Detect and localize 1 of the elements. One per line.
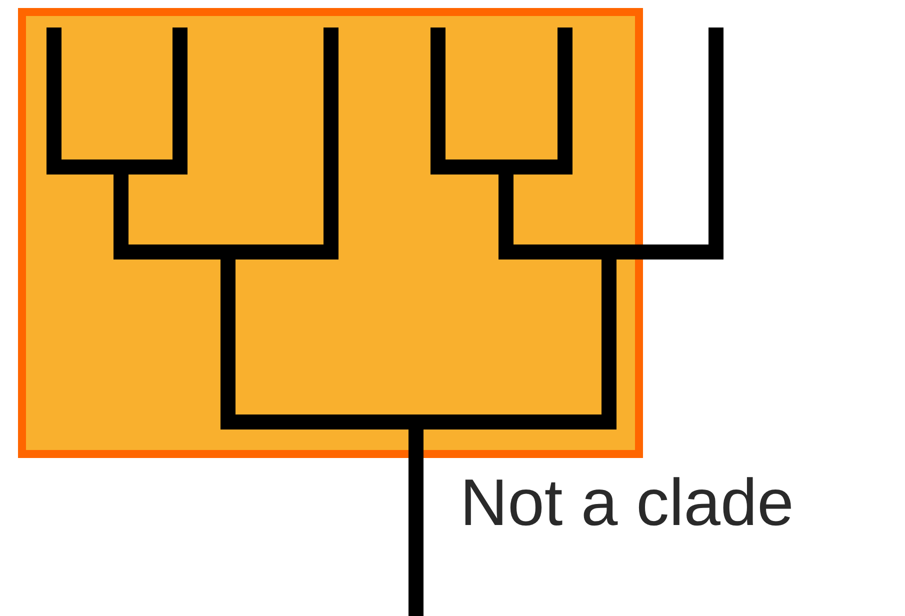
annotation-label: Not a clade [460,466,794,539]
